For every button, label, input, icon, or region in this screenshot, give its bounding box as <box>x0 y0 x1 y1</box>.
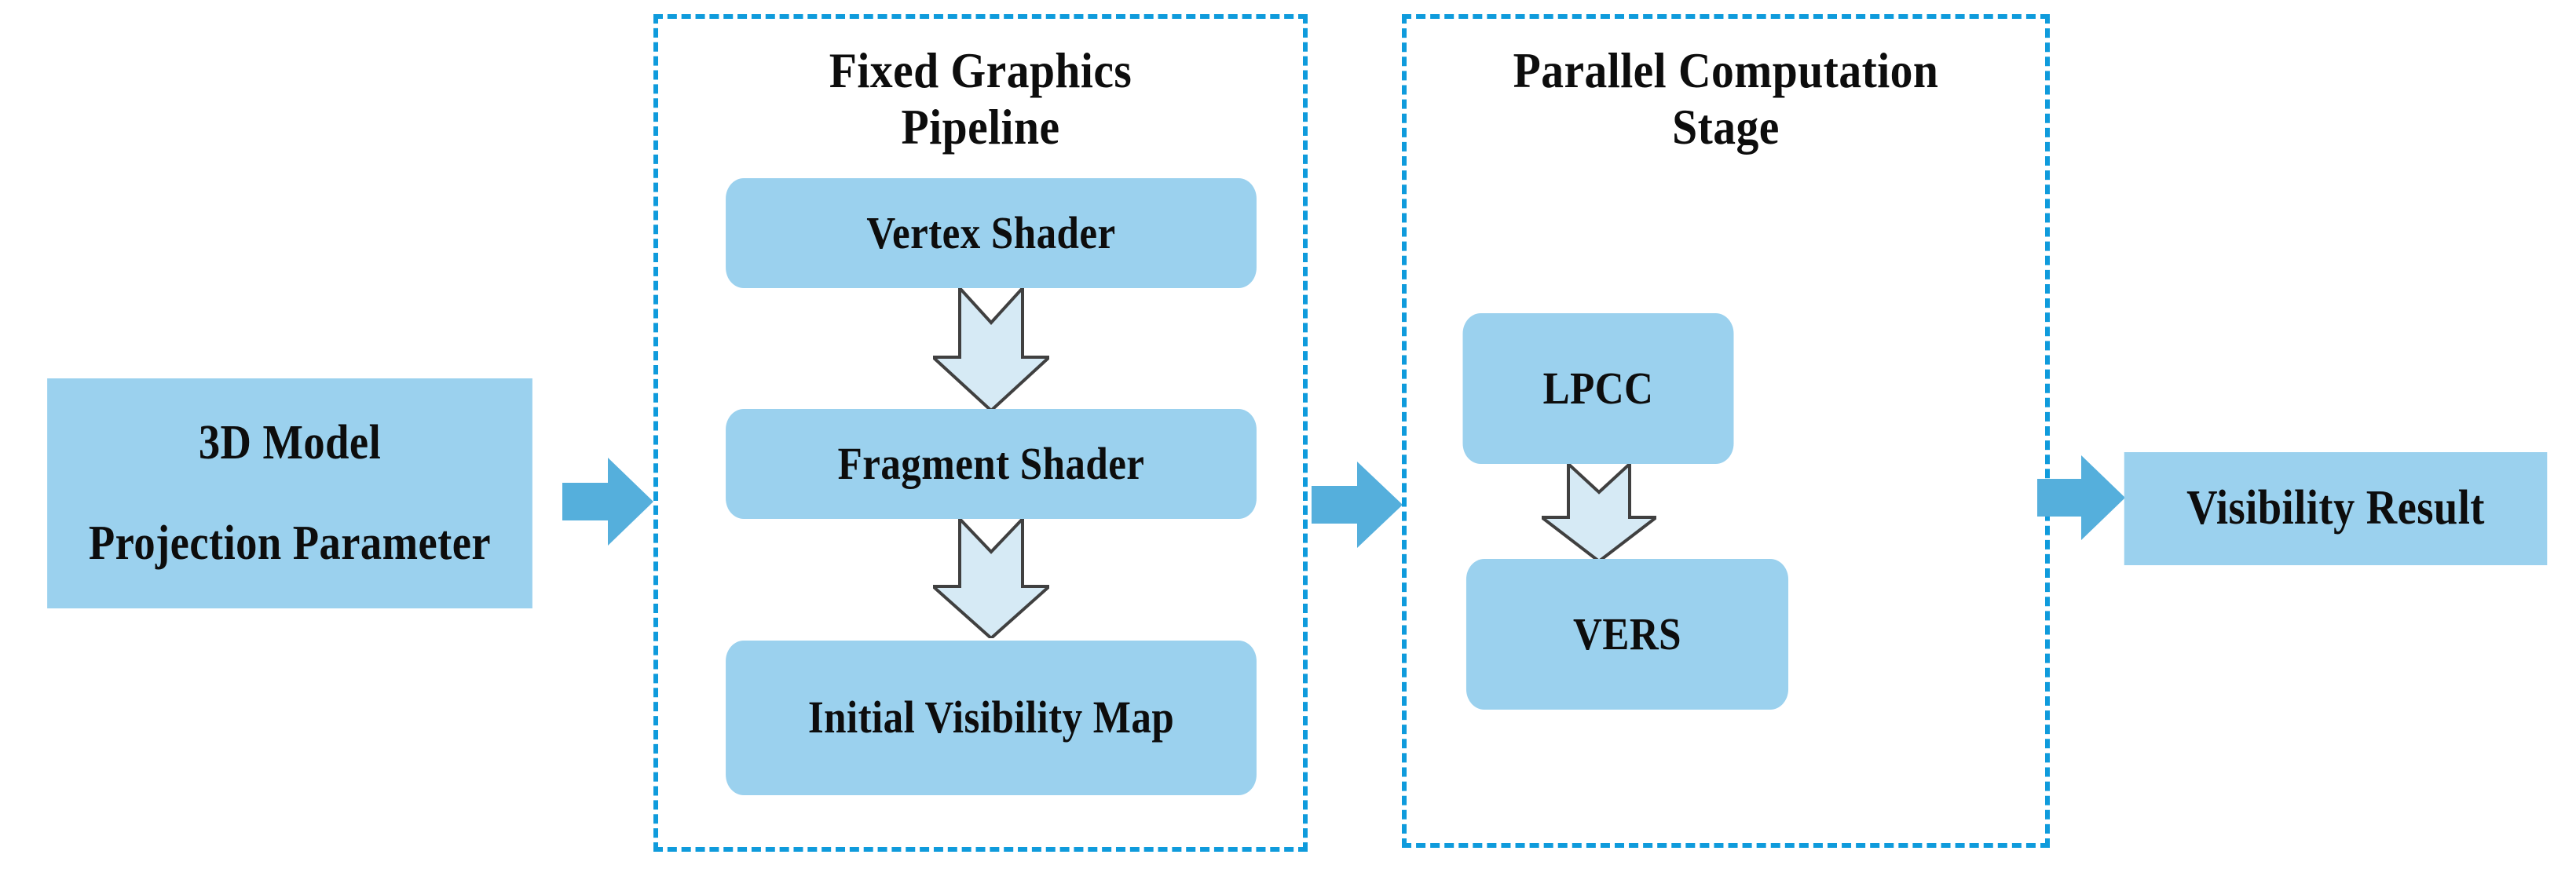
group-title-line-1: Fixed Graphics <box>829 42 1132 98</box>
group-title-fixed-graphics-pipeline: Fixed Graphics Pipeline <box>690 42 1271 155</box>
node-lpcc[interactable]: LPCC <box>1462 313 1734 464</box>
node-vertex-shader[interactable]: Vertex Shader <box>726 178 1257 288</box>
group-title-line-1: Parallel Computation <box>1513 42 1939 98</box>
node-vers-label: VERS <box>1573 608 1681 659</box>
input-node-3d-model[interactable]: 3D Model Projection Parameter <box>47 378 532 608</box>
input-node-line-2: Projection Parameter <box>88 516 492 570</box>
connector-input-to-pipeline <box>562 458 653 546</box>
connector-pipeline-to-parallel <box>1312 462 1403 548</box>
connector-parallel-to-output <box>2037 455 2125 540</box>
node-vertex-shader-label: Vertex Shader <box>866 206 1116 258</box>
group-title-line-2: Pipeline <box>901 98 1060 155</box>
node-initial-visibility-map[interactable]: Initial Visibility Map <box>726 641 1257 795</box>
connector-lpcc-to-vers <box>1542 464 1656 561</box>
group-title-line-2: Stage <box>1672 98 1780 155</box>
down-chevron-arrow-icon <box>933 288 1049 411</box>
node-lpcc-label: LPCC <box>1542 362 1654 414</box>
down-chevron-arrow-icon <box>933 519 1049 638</box>
connector-vertex-to-fragment <box>933 288 1049 411</box>
right-block-arrow-icon <box>562 458 653 546</box>
group-fixed-graphics-pipeline: Fixed Graphics Pipeline Vertex Shader Fr… <box>653 14 1308 852</box>
right-block-arrow-icon <box>2037 455 2125 540</box>
output-node-label: Visibility Result <box>2186 481 2485 535</box>
group-parallel-computation-stage: Parallel Computation Stage LPCC VERS <box>1402 14 2050 848</box>
node-vers[interactable]: VERS <box>1465 559 1789 710</box>
node-fragment-shader-label: Fragment Shader <box>837 437 1145 489</box>
connector-fragment-to-visibility-map <box>933 519 1049 638</box>
group-title-parallel-computation-stage: Parallel Computation Stage <box>1439 42 2014 155</box>
node-initial-visibility-map-label: Initial Visibility Map <box>807 692 1175 743</box>
node-fragment-shader[interactable]: Fragment Shader <box>726 409 1257 519</box>
output-node-visibility-result[interactable]: Visibility Result <box>2124 452 2548 565</box>
down-chevron-arrow-icon <box>1542 464 1656 561</box>
input-node-line-1: 3D Model <box>198 416 382 470</box>
right-block-arrow-icon <box>1312 462 1403 548</box>
